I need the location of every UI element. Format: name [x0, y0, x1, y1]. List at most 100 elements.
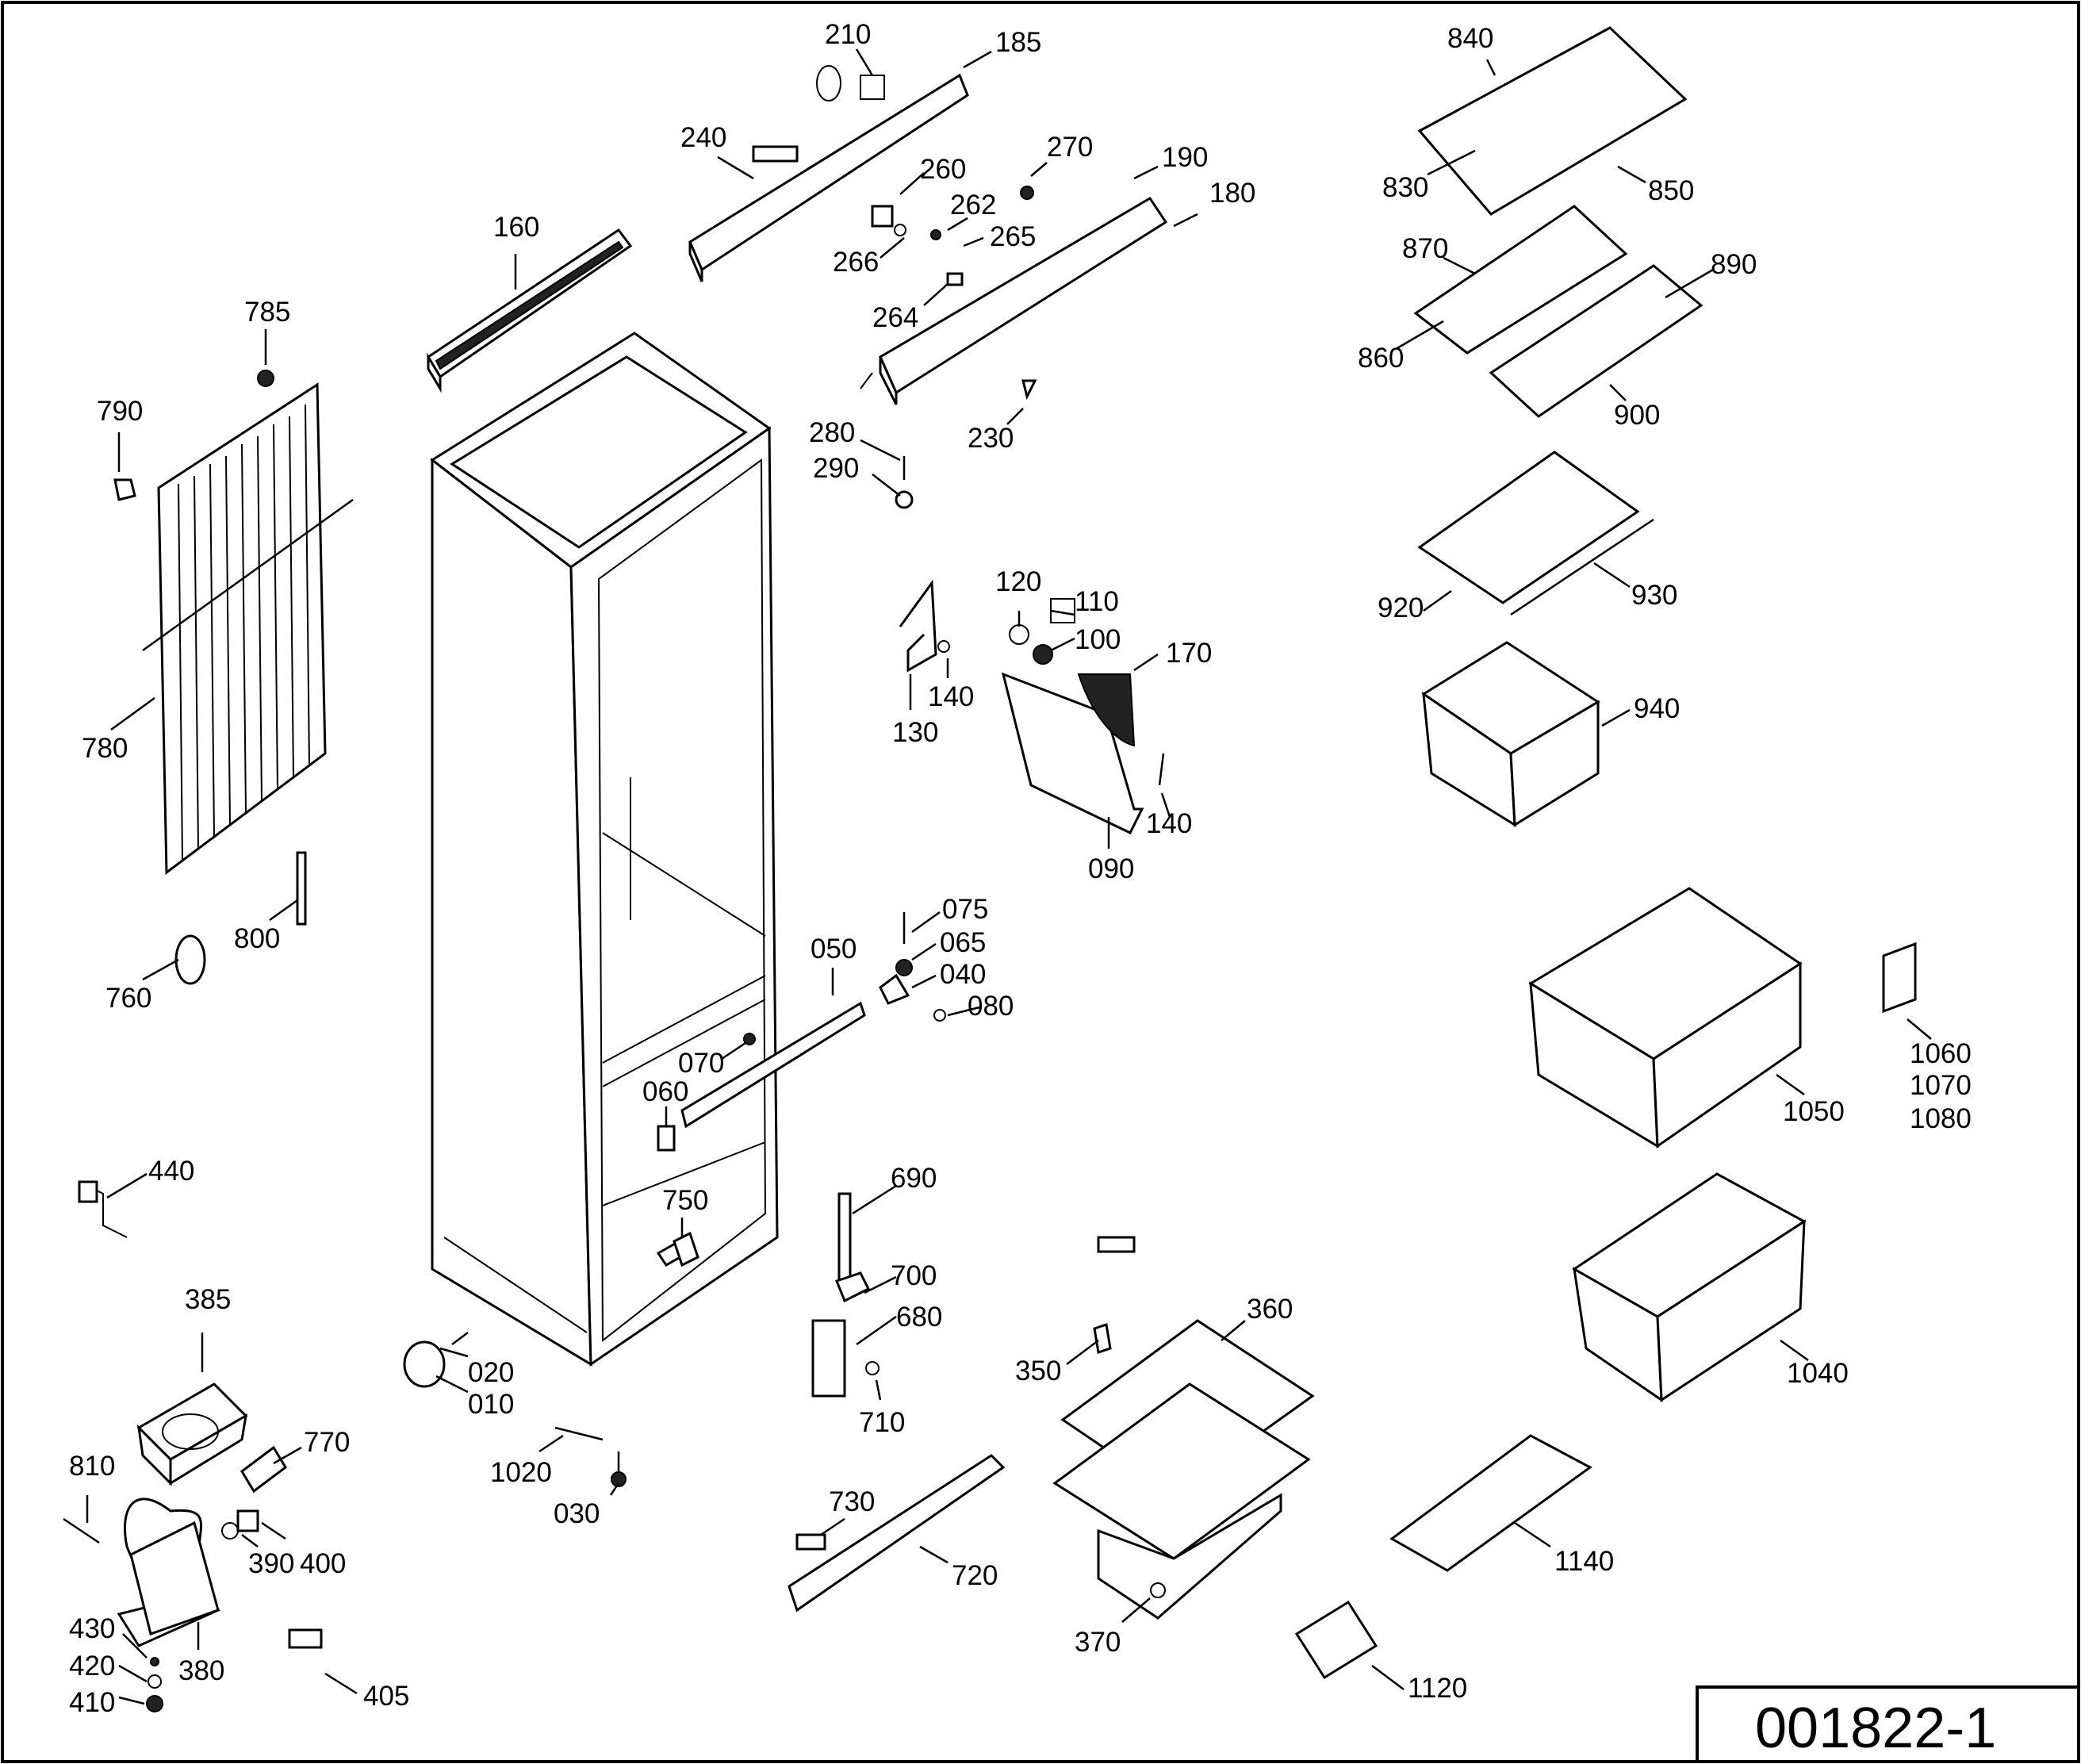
compressor	[117, 1497, 220, 1647]
label-785: 785	[244, 297, 290, 328]
label-040: 040	[940, 959, 986, 990]
label-130: 130	[892, 717, 938, 748]
label-900: 900	[1614, 400, 1660, 431]
freezer-drawer-1050	[1528, 887, 1803, 1149]
label-180: 180	[1209, 178, 1255, 209]
label-780: 780	[82, 733, 128, 764]
control-housing	[1001, 672, 1144, 834]
label-090: 090	[1088, 853, 1134, 884]
part-labels: 210 185 240 260 270 190 180 262 265 266 …	[69, 19, 1972, 1718]
label-075: 075	[942, 894, 988, 925]
label-070: 070	[678, 1048, 724, 1079]
label-280: 280	[809, 417, 855, 448]
front-deco-strip	[688, 73, 969, 282]
label-360: 360	[1247, 1294, 1293, 1325]
label-1040: 1040	[1787, 1358, 1849, 1389]
label-830: 830	[1382, 172, 1428, 203]
label-010: 010	[468, 1389, 514, 1420]
top-grille-part	[426, 228, 633, 393]
label-770: 770	[304, 1427, 350, 1458]
leader-lines	[86, 48, 1932, 1705]
label-410: 410	[69, 1687, 115, 1718]
label-790: 790	[97, 396, 143, 427]
label-440: 440	[148, 1156, 194, 1187]
label-264: 264	[872, 302, 918, 333]
label-405: 405	[363, 1681, 409, 1712]
label-420: 420	[69, 1651, 115, 1682]
small-parts	[63, 65, 1917, 1712]
label-1050: 1050	[1783, 1096, 1845, 1127]
label-680: 680	[896, 1302, 942, 1333]
label-710: 710	[859, 1407, 905, 1438]
label-230: 230	[968, 423, 1014, 454]
label-290: 290	[813, 453, 859, 484]
ice-tray	[1389, 1434, 1592, 1572]
label-185: 185	[995, 27, 1041, 58]
drawing-number-box: 001822-1	[1696, 1685, 2079, 1762]
label-850: 850	[1648, 175, 1694, 206]
thermostat-bracket	[899, 579, 937, 673]
label-700: 700	[891, 1260, 937, 1291]
condenser-coil	[142, 382, 354, 875]
top-panel	[860, 196, 1168, 405]
glass-shelf-890	[1489, 264, 1704, 418]
label-350: 350	[1015, 1356, 1061, 1386]
label-170: 170	[1166, 638, 1212, 669]
glass-shelf-870	[1413, 205, 1628, 355]
label-240: 240	[680, 122, 726, 153]
label-870: 870	[1402, 233, 1448, 264]
freezer-drawer-1040	[1572, 1172, 1807, 1402]
label-1020: 1020	[490, 1457, 552, 1488]
label-270: 270	[1047, 132, 1093, 163]
label-760: 760	[105, 983, 151, 1014]
label-1060: 1060	[1910, 1038, 1972, 1069]
label-390: 390	[248, 1548, 294, 1579]
label-400: 400	[300, 1548, 346, 1579]
label-140-upper: 140	[928, 681, 974, 712]
label-190: 190	[1162, 142, 1208, 173]
label-030: 030	[554, 1498, 600, 1529]
label-210: 210	[825, 19, 871, 50]
divider-rail	[680, 1001, 866, 1129]
label-266: 266	[833, 247, 879, 278]
label-100: 100	[1075, 624, 1121, 655]
label-940: 940	[1634, 693, 1680, 724]
label-120: 120	[995, 566, 1041, 597]
label-050: 050	[811, 934, 857, 964]
label-860: 860	[1358, 343, 1404, 374]
label-262: 262	[950, 190, 996, 220]
compressor-cover	[136, 1382, 248, 1486]
label-385: 385	[185, 1284, 231, 1315]
label-920: 920	[1378, 592, 1424, 623]
label-110: 110	[1075, 586, 1119, 617]
label-890: 890	[1711, 249, 1757, 280]
glass-shelf-840	[1417, 26, 1688, 216]
label-840: 840	[1447, 23, 1493, 54]
label-800: 800	[234, 923, 280, 954]
label-265: 265	[990, 221, 1036, 252]
cabinet	[430, 332, 779, 1367]
evaporator-grid	[1052, 1319, 1315, 1620]
label-060: 060	[642, 1076, 688, 1107]
label-065: 065	[940, 927, 986, 958]
label-260: 260	[920, 154, 966, 185]
ice-cube-grid	[1294, 1600, 1378, 1680]
label-720: 720	[952, 1560, 998, 1591]
label-930: 930	[1631, 580, 1677, 611]
label-1140: 1140	[1554, 1546, 1614, 1577]
label-810: 810	[69, 1451, 115, 1482]
glass-shelf-920	[1417, 451, 1654, 616]
bottom-ledge	[788, 1454, 1006, 1613]
label-020: 020	[468, 1357, 514, 1388]
label-730: 730	[829, 1486, 875, 1517]
label-1080: 1080	[1910, 1103, 1972, 1134]
label-140-lower: 140	[1146, 808, 1192, 839]
crisper-box	[1421, 641, 1600, 827]
label-370: 370	[1075, 1627, 1121, 1658]
label-1120: 1120	[1408, 1673, 1467, 1704]
label-160: 160	[493, 212, 539, 243]
label-1070: 1070	[1910, 1070, 1972, 1101]
label-380: 380	[178, 1655, 224, 1686]
